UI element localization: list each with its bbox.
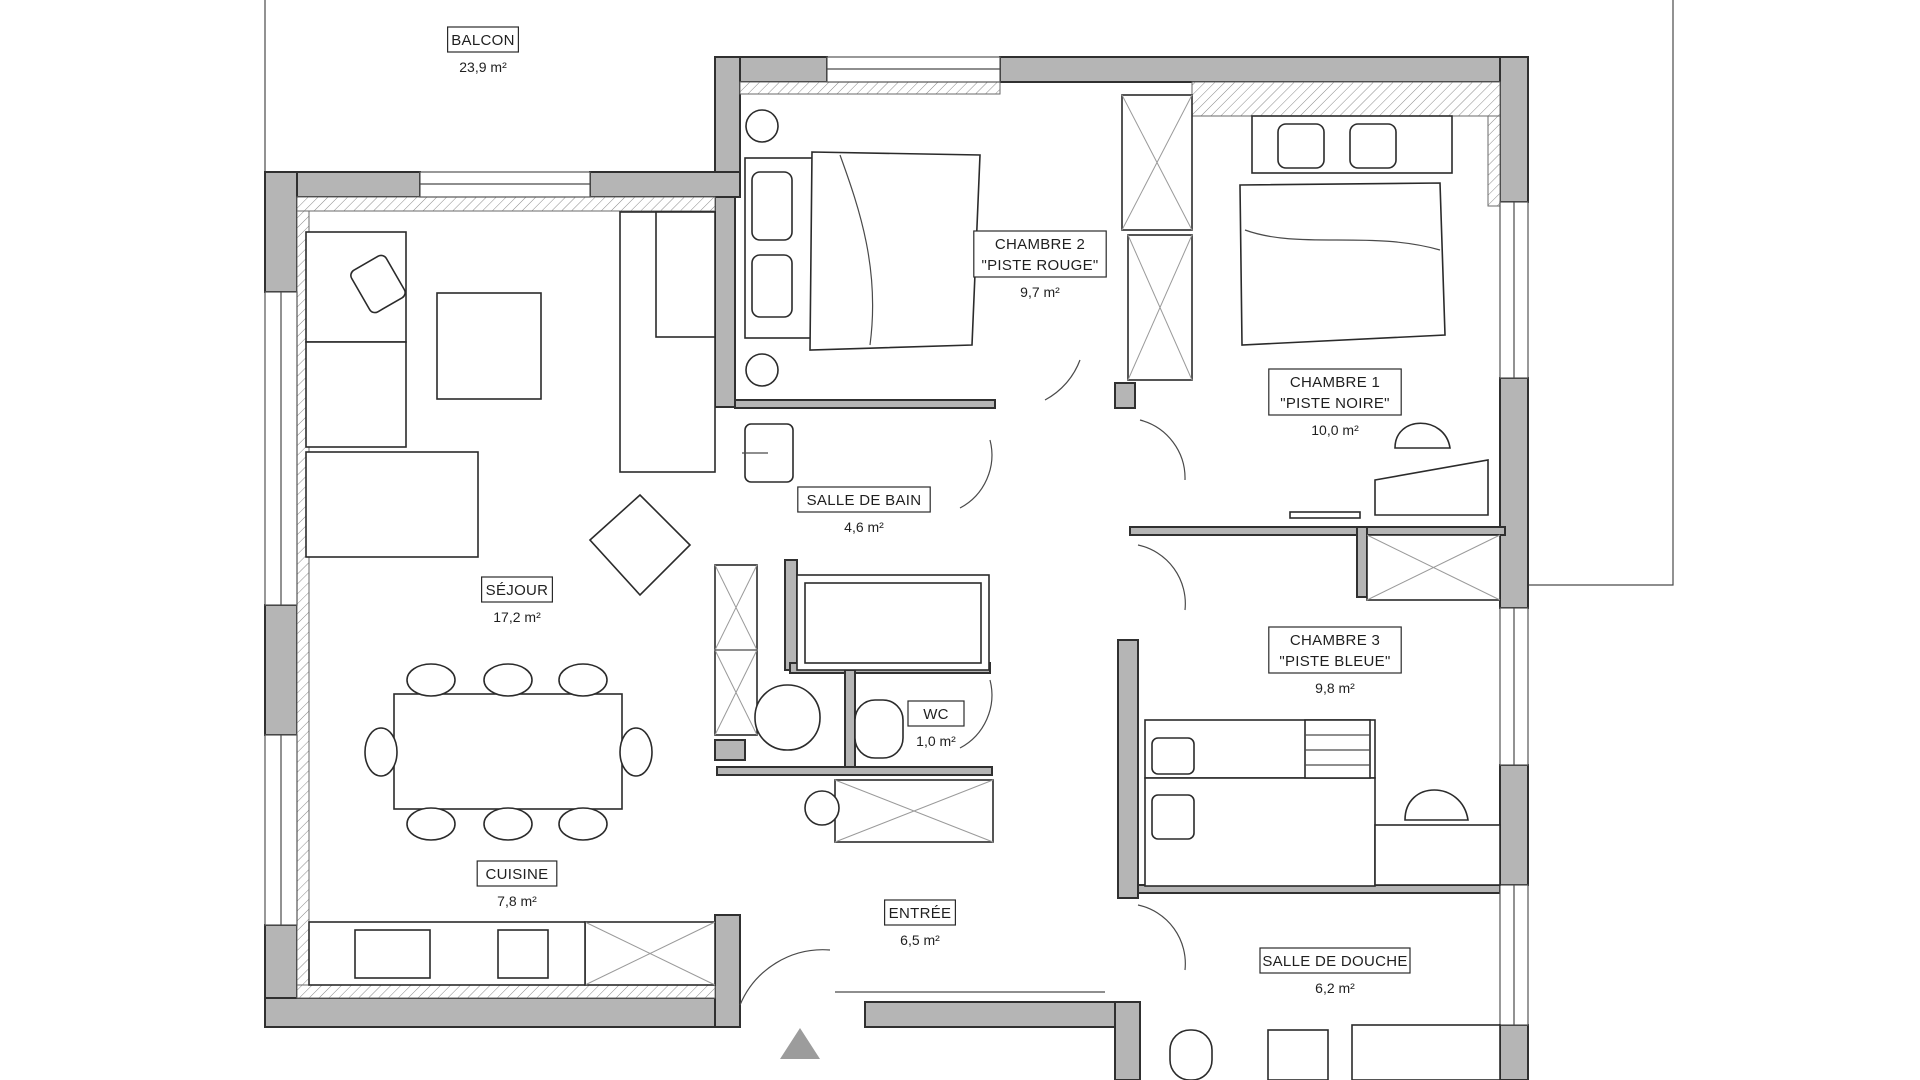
entrance-arrow-icon [780,1028,820,1059]
shower-room-furniture [1169,1024,1501,1080]
chambre-3-furniture [1144,719,1501,887]
wc-furniture [854,699,904,759]
bathroom-furniture [742,423,990,751]
room-label-box [973,230,1107,278]
room-area: 9,8 m² [1315,680,1355,696]
room-label-balcon: BALCON 23,9 m² [447,26,520,75]
chambre-1-furniture [1239,115,1489,519]
room-label-cuisine: CUISINE 7,8 m² [476,860,558,909]
room-area: 4,6 m² [844,519,884,535]
kitchen-furniture [308,790,840,986]
room-area: 17,2 m² [493,609,541,625]
room-subtitle: "PISTE BLEUE" [1279,653,1390,670]
room-area: 9,7 m² [1020,284,1060,300]
room-area: 10,0 m² [1311,422,1359,438]
room-label-wc: WC 1,0 m² [907,700,965,749]
living-room-furniture [305,211,716,841]
room-name: SALLE DE BAIN [807,492,922,509]
room-name: CHAMBRE 2 [995,236,1085,253]
room-name: ENTRÉE [889,905,952,922]
room-name: CHAMBRE 3 [1290,632,1380,649]
room-area: 6,5 m² [900,932,940,948]
room-name: BALCON [451,32,515,49]
room-subtitle: "PISTE ROUGE" [981,257,1098,274]
room-name: CHAMBRE 1 [1290,374,1380,391]
room-label-chambre-3: CHAMBRE 3 "PISTE BLEUE" 9,8 m² [1268,626,1402,696]
room-label-box [481,576,554,603]
room-name: SÉJOUR [486,582,549,599]
windows [264,56,1529,1026]
room-area: 23,9 m² [459,59,507,75]
chambre-2-furniture [744,109,981,387]
interior-walls [714,196,1506,899]
room-label-box [1268,626,1402,674]
room-name: CUISINE [486,866,549,883]
room-label-chambre-1: CHAMBRE 1 "PISTE NOIRE" 10,0 m² [1268,368,1402,438]
room-subtitle: "PISTE NOIRE" [1280,395,1390,412]
room-label-box [797,486,931,513]
room-label-salle-de-bain: SALLE DE BAIN 4,6 m² [797,486,931,535]
room-label-box [883,899,956,926]
room-label-entree: ENTRÉE 6,5 m² [883,899,956,948]
balcony-outline [264,0,1674,586]
room-labels: BALCON 23,9 m² CHAMBRE 2 "PISTE ROUGE" 9,7 m… [447,26,1411,996]
room-label-sejour: SÉJOUR 17,2 m² [481,576,554,625]
room-label-box [907,700,965,727]
wall-linings [296,81,1501,999]
room-label-box [447,26,520,53]
room-name: WC [923,706,949,723]
room-label-box [1268,368,1402,416]
room-label-salle-de-douche: SALLE DE DOUCHE 6,2 m² [1259,947,1411,996]
room-area: 1,0 m² [916,733,956,749]
room-label-box [476,860,558,887]
doors [739,359,1186,1006]
wardrobes [584,94,1501,986]
room-area: 7,8 m² [497,893,537,909]
room-label-chambre-2: CHAMBRE 2 "PISTE ROUGE" 9,7 m² [973,230,1107,300]
room-area: 6,2 m² [1315,980,1355,996]
room-label-box [1259,947,1411,974]
room-name: SALLE DE DOUCHE [1262,953,1407,970]
